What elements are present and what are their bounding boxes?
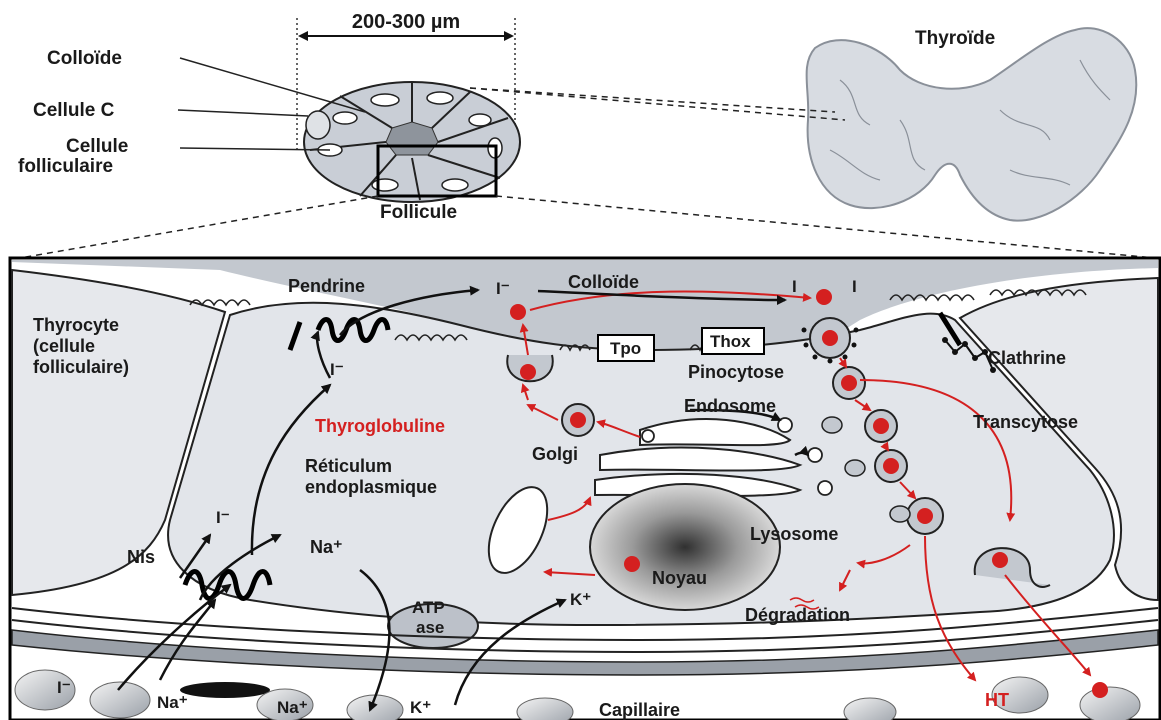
- lysosome-label: Lysosome: [750, 524, 838, 544]
- endosome-label: Endosome: [684, 396, 776, 416]
- iodine-label-a: I: [792, 277, 797, 296]
- reticulum-label-2: endoplasmique: [305, 477, 437, 497]
- follicle-label: Follicule: [380, 202, 457, 223]
- follicle-illustration: [304, 82, 520, 202]
- iodine-label-b: I: [852, 277, 857, 296]
- nis-label: Nis: [127, 547, 155, 567]
- capillaire-label: Capillaire: [599, 700, 680, 720]
- atpase-label-2: ase: [416, 618, 444, 637]
- clathrine-label: Clathrine: [988, 348, 1066, 368]
- colloid-label: Colloïde: [47, 48, 122, 69]
- thox-label: Thox: [710, 332, 751, 351]
- atpase-label-1: ATP: [412, 598, 445, 617]
- thyrocyte-label-3: folliculaire): [33, 357, 129, 377]
- na-blood-label: Na⁺: [157, 693, 188, 712]
- thyrocyte-label-1: Thyrocyte: [33, 315, 119, 335]
- tpo-label: Tpo: [610, 339, 641, 358]
- colloid-label-lower: Colloïde: [568, 272, 639, 292]
- reticulum-label-1: Réticulum: [305, 456, 392, 476]
- na-out-label: Na⁺: [277, 698, 308, 717]
- transcytose-label: Transcytose: [973, 412, 1078, 432]
- iodide-low-label: I⁻: [216, 508, 230, 527]
- thyroid-label: Thyroïde: [915, 28, 995, 49]
- k-in-label: K⁺: [570, 590, 591, 609]
- ht-label: HT: [985, 690, 1009, 710]
- scale-label: 200-300 µm: [352, 11, 460, 33]
- thyrocyte-label-2: (cellule: [33, 336, 95, 356]
- c-cell-label: Cellule C: [33, 100, 115, 121]
- nucleus: [590, 484, 780, 610]
- golgi-label: Golgi: [532, 444, 578, 464]
- noyau-label: Noyau: [652, 568, 707, 588]
- iodide-top-label: I⁻: [496, 279, 510, 298]
- pendrine-label: Pendrine: [288, 276, 365, 296]
- degradation-label: Dégradation: [745, 605, 850, 625]
- na-in-label: Na⁺: [310, 537, 343, 557]
- iodide-blood-label: I⁻: [57, 678, 71, 697]
- thyroglobuline-label: Thyroglobuline: [315, 416, 445, 436]
- follicular-cell-label-1: Cellule: [66, 136, 128, 157]
- follicular-cell-label-2: folliculaire: [18, 156, 113, 177]
- k-out-label: K⁺: [410, 698, 431, 717]
- iodide-mid-label: I⁻: [330, 360, 344, 379]
- pinocytose-label: Pinocytose: [688, 362, 784, 382]
- thyroid-gland: [807, 28, 1137, 221]
